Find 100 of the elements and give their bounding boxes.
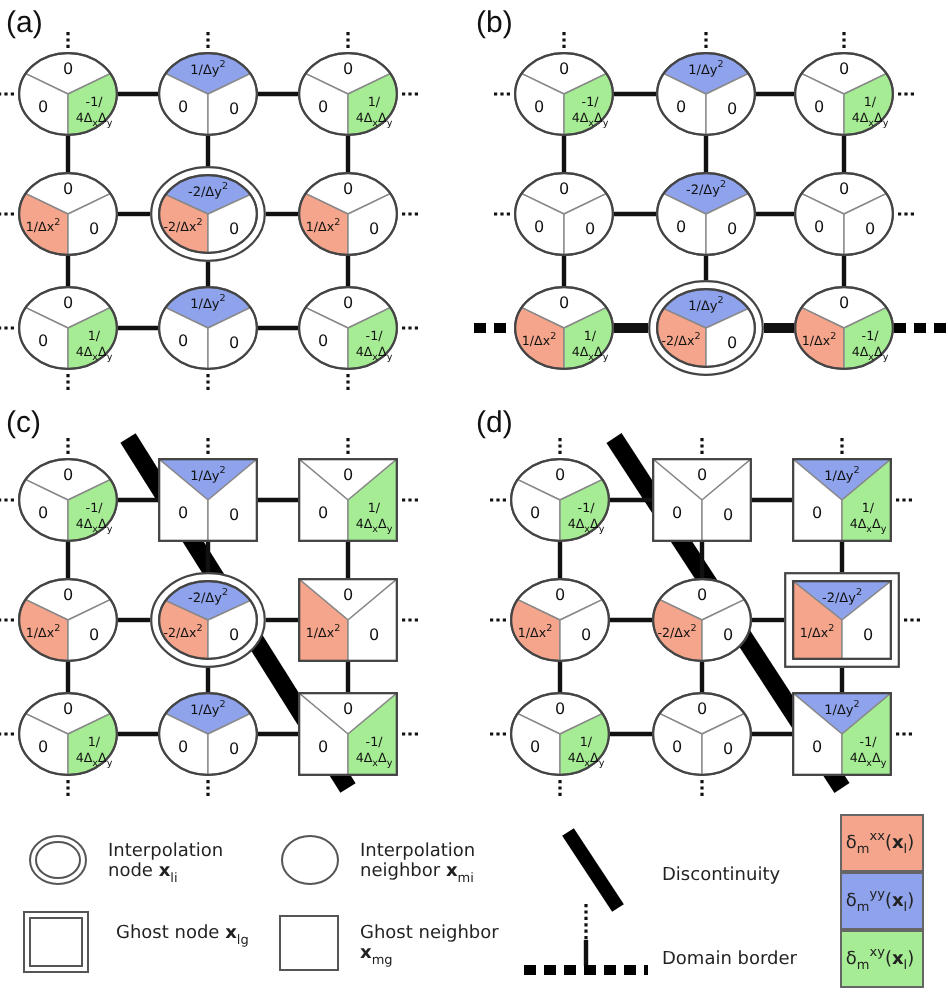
sector-value: 0: [722, 628, 734, 645]
grid-line: [752, 617, 784, 623]
sector-value: 0: [722, 508, 734, 525]
grid-line: [752, 731, 792, 737]
interpolation-neighbor-circle: [18, 692, 118, 776]
grid-line: [118, 617, 150, 623]
sector-value: 0: [811, 740, 823, 757]
grid-line: [258, 497, 298, 503]
interpolation-neighbor-circle: [18, 458, 118, 542]
sector-value: 0: [62, 296, 74, 313]
grid-line: [610, 497, 652, 503]
sector-value: 0: [813, 100, 825, 117]
grid-line: [752, 497, 792, 503]
interpolation-neighbor-circle: [158, 52, 258, 136]
sector-value: 0: [342, 468, 354, 485]
sector-value: 0: [177, 334, 189, 351]
interpolation-neighbor-circle: [510, 578, 610, 662]
sector-value: 0: [671, 740, 683, 757]
sector-value: 0: [62, 182, 74, 199]
sector-value: 0: [554, 468, 566, 485]
sector-value: 0: [62, 588, 74, 605]
sector-value: 0: [862, 628, 874, 644]
interpolation-neighbor-circle: [18, 286, 118, 370]
sector-value: 0: [726, 336, 738, 352]
sector-value: 0: [533, 100, 545, 117]
panel-label: (b): [476, 8, 513, 38]
grid-line: [345, 662, 351, 692]
sector-value: 0: [368, 222, 380, 239]
sector-value: 0: [838, 62, 850, 79]
grid-line: [561, 256, 567, 286]
ghost-neighbor-square: [298, 692, 398, 776]
sector-value: 0: [342, 62, 354, 79]
grid-line: [614, 211, 656, 217]
legend-label: Discontinuity: [662, 866, 783, 887]
sector-value: 0: [584, 222, 596, 239]
panel-label: (d): [476, 408, 513, 438]
legend-label: δ$_{m}$$^{xx}$(x$_{l}$): [845, 833, 915, 855]
sector-value: 0: [813, 220, 825, 237]
sector-value: 0: [368, 628, 380, 645]
interpolation-neighbor-circle: [794, 172, 894, 256]
grid-line: [118, 325, 158, 331]
sector-value: 0: [37, 740, 49, 757]
interpolation-neighbor-circle: [656, 52, 756, 136]
sector-value: 0: [62, 62, 74, 79]
ghost-neighbor-square: [652, 458, 752, 542]
sector-value: 0: [177, 506, 189, 523]
sector-value: 0: [342, 702, 354, 719]
grid-line: [699, 542, 705, 578]
grid-line: [118, 211, 150, 217]
panel-label: (a): [6, 8, 43, 38]
domain-border-line: [614, 323, 648, 333]
grid-line: [561, 136, 567, 172]
sector-value: 0: [37, 100, 49, 117]
grid-line: [205, 668, 211, 692]
sector-value: 0: [671, 506, 683, 523]
sector-value: 0: [177, 740, 189, 757]
interpolation-neighbor-circle: [652, 692, 752, 776]
legend-label: Domain border: [662, 950, 799, 971]
interpolation-neighbor-circle: [18, 578, 118, 662]
grid-line: [118, 731, 158, 737]
ghost-node-double-square: [784, 572, 900, 668]
interpolation-neighbor-circle: [656, 172, 756, 256]
sector-value: 0: [62, 468, 74, 485]
interpolation-neighbor-circle: [514, 52, 614, 136]
grid-line: [266, 211, 298, 217]
sector-value: 0: [554, 588, 566, 605]
ghost-neighbor-square: [298, 578, 398, 662]
interpolation-neighbor-circle: [158, 692, 258, 776]
sector-value: 0: [88, 222, 100, 239]
sector-value: 0: [342, 182, 354, 199]
ghost-neighbor-square: [792, 458, 892, 542]
domain-border-line: [764, 323, 794, 333]
sector-value: 0: [317, 334, 329, 351]
grid-line: [756, 91, 794, 97]
grid-line: [756, 211, 794, 217]
grid-line: [699, 662, 705, 692]
grid-line: [703, 256, 709, 280]
interpolation-neighbor-circle: [510, 458, 610, 542]
interpolation-neighbor-circle: [18, 52, 118, 136]
grid-line: [345, 136, 351, 172]
sector-value: 0: [228, 742, 240, 759]
sector-value: 0: [696, 588, 708, 605]
grid-line: [258, 731, 298, 737]
sector-value: 0: [558, 296, 570, 313]
grid-line: [345, 256, 351, 286]
sector-value: 0: [726, 102, 738, 119]
interpolation-neighbor-circle: [794, 286, 894, 370]
legend-label: δ$_{m}$$^{xy}$(x$_{l}$): [845, 949, 915, 971]
sector-value: 0: [37, 506, 49, 523]
grid-line: [65, 256, 71, 286]
sector-value: 0: [533, 220, 545, 237]
sector-value: 0: [675, 220, 687, 237]
sector-value: 0: [228, 102, 240, 119]
grid-line: [841, 256, 847, 286]
interpolation-neighbor-circle: [794, 52, 894, 136]
ghost-neighbor-square: [792, 692, 892, 776]
sector-value: 0: [228, 628, 240, 644]
grid-line: [118, 497, 158, 503]
interpolation-neighbor-circle: [18, 172, 118, 256]
sector-value: 0: [317, 740, 329, 757]
